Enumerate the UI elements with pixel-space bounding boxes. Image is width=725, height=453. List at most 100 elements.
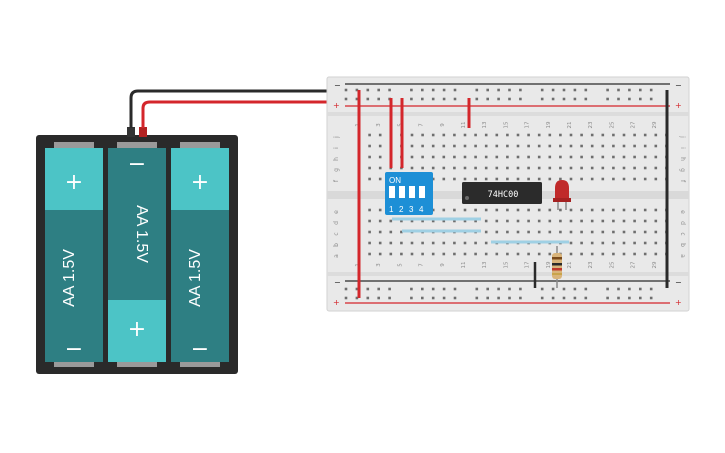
breadboard-hole[interactable]: [497, 88, 500, 92]
breadboard-hole[interactable]: [559, 230, 562, 234]
breadboard-hole[interactable]: [643, 252, 647, 256]
breadboard-hole[interactable]: [431, 97, 435, 101]
breadboard-hole[interactable]: [612, 241, 615, 245]
breadboard-hole[interactable]: [508, 97, 511, 101]
breadboard-hole[interactable]: [649, 287, 653, 291]
breadboard-hole[interactable]: [527, 166, 530, 170]
breadboard-hole[interactable]: [573, 287, 577, 291]
dip-switch[interactable]: ON 1 2 3 4: [385, 172, 433, 215]
breadboard-hole[interactable]: [378, 219, 382, 223]
breadboard-hole[interactable]: [628, 296, 631, 300]
breadboard-hole[interactable]: [537, 230, 541, 234]
breadboard-hole[interactable]: [601, 177, 605, 181]
breadboard-hole[interactable]: [548, 219, 552, 223]
breadboard-hole[interactable]: [590, 252, 594, 256]
breadboard-hole[interactable]: [569, 230, 573, 234]
breadboard-hole[interactable]: [431, 296, 435, 300]
breadboard-hole[interactable]: [453, 177, 456, 181]
breadboard-hole[interactable]: [442, 241, 446, 245]
breadboard-hole[interactable]: [559, 219, 562, 223]
breadboard-hole[interactable]: [562, 88, 566, 92]
breadboard-hole[interactable]: [486, 97, 489, 101]
breadboard-hole[interactable]: [463, 208, 467, 212]
breadboard-hole[interactable]: [453, 287, 457, 291]
breadboard-hole[interactable]: [368, 177, 371, 181]
breadboard-hole[interactable]: [442, 287, 446, 291]
breadboard-hole[interactable]: [486, 88, 489, 92]
breadboard-hole[interactable]: [606, 287, 609, 291]
breadboard-hole[interactable]: [368, 219, 371, 223]
breadboard-hole[interactable]: [453, 166, 456, 170]
breadboard-hole[interactable]: [622, 177, 626, 181]
breadboard-hole[interactable]: [389, 252, 393, 256]
breadboard-hole[interactable]: [442, 133, 446, 137]
breadboard-hole[interactable]: [400, 241, 403, 245]
breadboard-hole[interactable]: [548, 144, 552, 148]
breadboard-hole[interactable]: [580, 155, 583, 159]
breadboard-hole[interactable]: [643, 144, 647, 148]
breadboard-hole[interactable]: [378, 241, 382, 245]
breadboard-hole[interactable]: [410, 252, 414, 256]
breadboard-hole[interactable]: [628, 287, 631, 291]
breadboard-hole[interactable]: [540, 287, 544, 291]
breadboard-hole[interactable]: [506, 155, 509, 159]
breadboard-hole[interactable]: [463, 219, 467, 223]
breadboard-hole[interactable]: [368, 155, 371, 159]
breadboard-hole[interactable]: [654, 252, 658, 256]
breadboard-hole[interactable]: [580, 144, 583, 148]
breadboard-hole[interactable]: [355, 287, 359, 291]
breadboard-hole[interactable]: [421, 166, 424, 170]
breadboard-hole[interactable]: [506, 230, 509, 234]
breadboard-hole[interactable]: [633, 208, 636, 212]
breadboard-hole[interactable]: [612, 166, 615, 170]
breadboard-hole[interactable]: [643, 241, 647, 245]
breadboard-hole[interactable]: [601, 166, 605, 170]
breadboard-hole[interactable]: [453, 88, 457, 92]
breadboard-hole[interactable]: [410, 166, 414, 170]
breadboard-hole[interactable]: [633, 133, 636, 137]
breadboard-hole[interactable]: [519, 88, 522, 92]
breadboard-hole[interactable]: [355, 88, 359, 92]
breadboard-hole[interactable]: [366, 88, 370, 92]
breadboard-hole[interactable]: [537, 219, 541, 223]
breadboard-hole[interactable]: [474, 241, 477, 245]
breadboard-hole[interactable]: [484, 133, 488, 137]
breadboard-hole[interactable]: [622, 155, 626, 159]
breadboard-hole[interactable]: [643, 155, 647, 159]
breadboard-hole[interactable]: [580, 208, 583, 212]
breadboard-hole[interactable]: [495, 219, 499, 223]
breadboard-hole[interactable]: [569, 133, 573, 137]
breadboard-hole[interactable]: [654, 155, 658, 159]
breadboard-hole[interactable]: [484, 155, 488, 159]
breadboard-hole[interactable]: [516, 144, 520, 148]
breadboard-hole[interactable]: [368, 144, 371, 148]
breadboard-hole[interactable]: [378, 208, 382, 212]
breadboard-hole[interactable]: [442, 208, 446, 212]
breadboard-hole[interactable]: [633, 241, 636, 245]
breadboard-hole[interactable]: [654, 177, 658, 181]
breadboard-hole[interactable]: [537, 208, 541, 212]
breadboard-hole[interactable]: [463, 177, 467, 181]
breadboard-hole[interactable]: [368, 133, 371, 137]
breadboard-hole[interactable]: [421, 97, 424, 101]
breadboard-hole[interactable]: [569, 219, 573, 223]
breadboard-hole[interactable]: [537, 177, 541, 181]
breadboard-hole[interactable]: [569, 241, 573, 245]
breadboard-hole[interactable]: [484, 177, 488, 181]
breadboard-hole[interactable]: [601, 155, 605, 159]
breadboard-hole[interactable]: [519, 287, 522, 291]
breadboard-hole[interactable]: [516, 208, 520, 212]
battery-pack[interactable]: + AA 1.5V − − AA 1.5V + + AA 1.5V −: [36, 127, 238, 374]
breadboard-hole[interactable]: [400, 230, 403, 234]
breadboard-hole[interactable]: [617, 296, 620, 300]
breadboard-hole[interactable]: [643, 177, 647, 181]
breadboard-hole[interactable]: [344, 296, 348, 300]
battery-wire-black[interactable]: [129, 89, 352, 128]
breadboard-hole[interactable]: [537, 144, 541, 148]
breadboard-hole[interactable]: [506, 166, 509, 170]
breadboard-hole[interactable]: [612, 230, 615, 234]
breadboard-hole[interactable]: [580, 230, 583, 234]
breadboard-hole[interactable]: [654, 166, 658, 170]
breadboard-hole[interactable]: [622, 230, 626, 234]
breadboard-hole[interactable]: [495, 166, 499, 170]
